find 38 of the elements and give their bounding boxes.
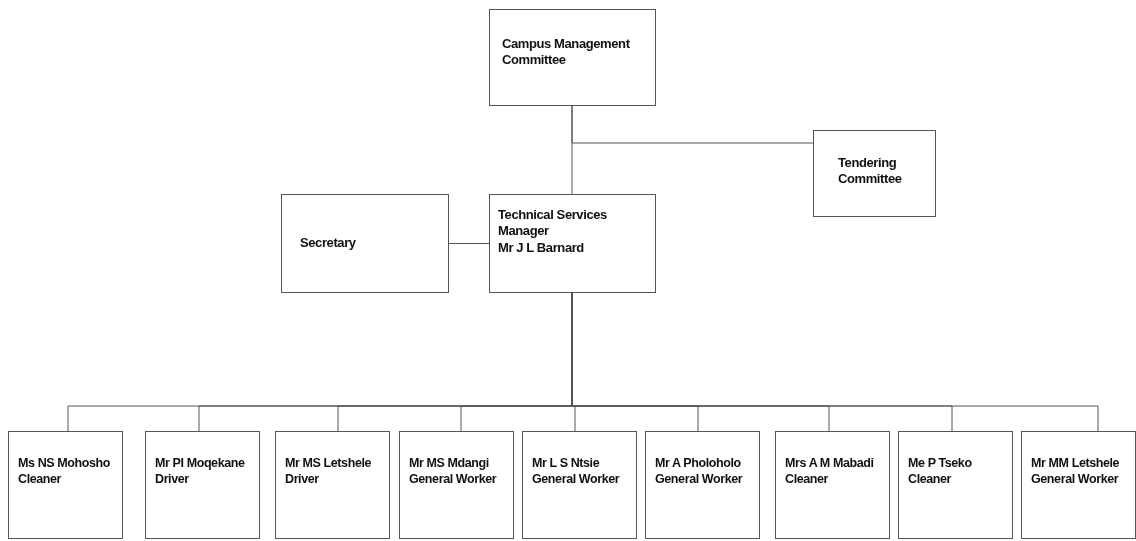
box-heading: Mr A Pholoholo	[655, 456, 742, 472]
box-heading: Mr MS Mdangi	[409, 456, 490, 472]
box-subtext: Cleaner	[785, 471, 830, 488]
box-subtext: General Worker	[655, 471, 744, 488]
box-heading: Campus Management Committee	[502, 36, 631, 69]
box-heading: Ms NS Mohosho	[18, 456, 112, 472]
org-box	[275, 431, 390, 539]
box-heading: Mr PI Moqekane	[155, 456, 246, 472]
org-box	[522, 431, 637, 539]
box-heading: Me P Tseko	[908, 456, 973, 472]
org-box	[645, 431, 760, 539]
org-box	[145, 431, 260, 539]
org-box	[489, 194, 656, 293]
connector-line	[448, 243, 490, 244]
box-subtext: Driver	[155, 471, 190, 488]
box-subtext: General Worker	[1031, 471, 1120, 488]
box-subtext: General Worker	[532, 471, 621, 488]
org-box	[898, 431, 1013, 539]
box-subtext: Driver	[285, 471, 320, 488]
box-heading: Mrs A M Mabadi	[785, 456, 875, 472]
org-box	[281, 194, 449, 293]
box-heading: Secretary	[300, 235, 357, 252]
box-heading: Mr MS Letshele	[285, 456, 373, 472]
org-box	[399, 431, 514, 539]
org-box	[8, 431, 123, 539]
box-subtext: Cleaner	[18, 471, 63, 488]
org-box	[489, 9, 656, 106]
org-box	[813, 130, 936, 217]
org-box	[775, 431, 890, 539]
org-box	[1021, 431, 1136, 539]
box-subtext: Mr J L Barnard	[498, 239, 585, 256]
box-subtext: Cleaner	[908, 471, 953, 488]
box-heading: Mr L S Ntsie	[532, 456, 601, 472]
connector-line	[571, 105, 814, 144]
box-heading: Mr MM Letshele	[1031, 456, 1121, 472]
box-subtext: General Worker	[409, 471, 498, 488]
box-heading: Tendering Committee	[838, 155, 903, 188]
box-heading: Technical Services Manager	[498, 207, 608, 240]
